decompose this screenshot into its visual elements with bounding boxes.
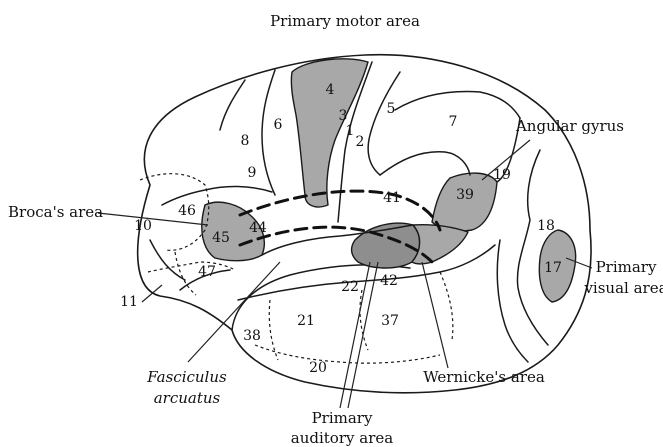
area-8-label: 8 bbox=[241, 133, 250, 149]
area-10-label: 10 bbox=[134, 218, 152, 234]
area-2-label: 2 bbox=[356, 134, 365, 150]
area-47-label: 47 bbox=[198, 264, 216, 280]
area-18-label: 18 bbox=[537, 218, 555, 234]
primary-visual-area-label-line1: Primary bbox=[596, 258, 657, 276]
primary-motor-area-label: Primary motor area bbox=[270, 12, 420, 30]
area-42-label: 42 bbox=[380, 273, 398, 289]
area-39-label: 39 bbox=[456, 187, 474, 203]
fasciculus-label-line1: Fasciculus bbox=[146, 368, 227, 386]
primary-visual-area-label-line2: visual area bbox=[583, 279, 663, 297]
area-20-label: 20 bbox=[309, 360, 327, 376]
area-4-label: 4 bbox=[326, 82, 335, 98]
primary-auditory-label-line2: auditory area bbox=[291, 429, 393, 447]
area-7-label: 7 bbox=[449, 114, 458, 130]
area-46-label: 46 bbox=[178, 203, 196, 219]
wernickes-area-label: Wernicke's area bbox=[423, 368, 545, 386]
area-41-label: 41 bbox=[383, 190, 401, 206]
area-6-label: 6 bbox=[274, 117, 283, 133]
primary-auditory-label-line1: Primary bbox=[312, 409, 373, 427]
area-19-label: 19 bbox=[493, 167, 511, 183]
fasciculus-label-line2: arcuatus bbox=[154, 389, 221, 407]
brocas-area-label: Broca's area bbox=[8, 203, 103, 221]
area-38-label: 38 bbox=[243, 328, 261, 344]
area-45-label: 45 bbox=[212, 230, 230, 246]
area-1-label: 1 bbox=[346, 123, 355, 139]
area-22-label: 22 bbox=[341, 279, 359, 295]
area-9-label: 9 bbox=[248, 165, 257, 181]
angular-gyrus-label: Angular gyrus bbox=[515, 117, 624, 135]
area-3-label: 3 bbox=[339, 108, 348, 124]
area-21-label: 21 bbox=[297, 313, 315, 329]
area-44-label: 44 bbox=[249, 220, 267, 236]
area-5-label: 5 bbox=[387, 101, 396, 117]
area-37-label: 37 bbox=[381, 313, 399, 329]
area-11-label: 11 bbox=[120, 294, 138, 310]
area-17-label: 17 bbox=[544, 260, 562, 276]
